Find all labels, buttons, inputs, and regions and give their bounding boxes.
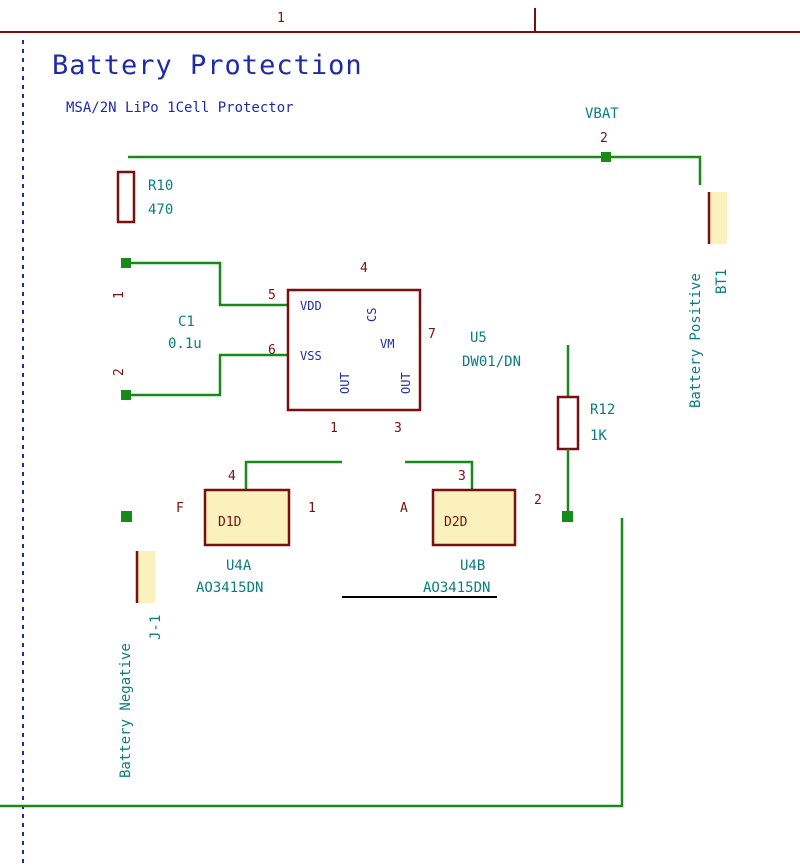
bt-pos-ref: BT1 [714, 269, 730, 294]
mosfet-u4a[interactable]: 4 F 1 D1D U4A AO3415DN [176, 469, 316, 596]
u5-name-vdd: VDD [300, 299, 322, 313]
u4b-body-label: D2D [444, 515, 468, 530]
gate-wires[interactable] [244, 460, 474, 490]
c1-ref: C1 [178, 314, 195, 330]
u5-name-oc: OUT [399, 372, 413, 394]
top-marker: 1 [277, 11, 285, 26]
capacitor-c1-wires[interactable]: 1 2 C1 0.1u [112, 258, 288, 400]
u5-pin-vss: 6 [268, 343, 276, 358]
u5-name-vss: VSS [300, 349, 322, 363]
ic-u5[interactable]: 5 6 4 7 1 3 VDD VSS CS VM OUT OUT U5 DW0… [268, 261, 521, 436]
vbat-junction [601, 152, 611, 162]
u4b-pin-right: 2 [534, 493, 542, 508]
sheet-frame: 1 [0, 8, 800, 866]
u5-ref: U5 [470, 330, 487, 346]
c1-pin-a: 1 [112, 291, 127, 299]
mosfet-u4b[interactable]: 3 A 2 D2D U4B AO3415DN [400, 469, 542, 596]
r10-ref: R10 [148, 178, 173, 194]
r12-junction [562, 511, 573, 522]
c1-terminal-2 [121, 390, 131, 400]
u4a-value: AO3415DN [196, 580, 263, 596]
bt-pos-name: Battery Positive [688, 273, 704, 408]
r12-ref: R12 [590, 402, 615, 418]
connector-battery-negative[interactable]: Battery Negative J-1 [118, 511, 164, 778]
u4b-pin-left: A [400, 501, 408, 516]
u4b-value: AO3415DN [423, 580, 490, 596]
u4a-body-label: D1D [218, 515, 242, 530]
u4a-pin-left: F [176, 501, 184, 516]
u5-name-vm: VM [380, 337, 394, 351]
r12-value: 1K [590, 428, 607, 444]
c1-pin-b: 2 [112, 368, 127, 376]
u4a-ref: U4A [226, 558, 252, 574]
u5-pin-bottom-right: 3 [394, 421, 402, 436]
u4b-ref: U4B [460, 558, 485, 574]
u5-pin-top: 4 [360, 261, 368, 276]
u5-value: DW01/DN [462, 354, 521, 370]
sheet-title: Battery Protection [52, 50, 363, 81]
ground-return-wire[interactable] [0, 518, 624, 808]
u5-pin-bottom-left: 1 [330, 421, 338, 436]
u5-name-od: OUT [338, 372, 352, 394]
connector-battery-positive[interactable]: Battery Positive BT1 [688, 192, 730, 408]
resistor-r12[interactable]: R12 1K [556, 345, 615, 522]
bt-neg-name: Battery Negative [118, 643, 134, 778]
u4a-pin-top: 4 [228, 469, 236, 484]
c1-value: 0.1u [168, 336, 202, 352]
u4b-pin-top: 3 [458, 469, 466, 484]
vbat-pin: 2 [600, 131, 608, 146]
c1-terminal-1 [121, 258, 131, 268]
vbat-label: VBAT [585, 106, 619, 122]
resistor-r10[interactable]: R10 470 [116, 170, 173, 224]
u5-name-cs: CS [365, 308, 379, 322]
bt-neg-terminal [121, 511, 132, 522]
u5-pin-right: 7 [428, 327, 436, 342]
u4a-pin-right: 1 [308, 501, 316, 516]
sheet-subtitle: MSA/2N LiPo 1Cell Protector [66, 100, 294, 116]
vbat-net[interactable]: VBAT 2 [128, 106, 702, 185]
bt-neg-ref: J-1 [148, 615, 164, 640]
u5-pin-vdd: 5 [268, 288, 276, 303]
r10-value: 470 [148, 202, 173, 218]
